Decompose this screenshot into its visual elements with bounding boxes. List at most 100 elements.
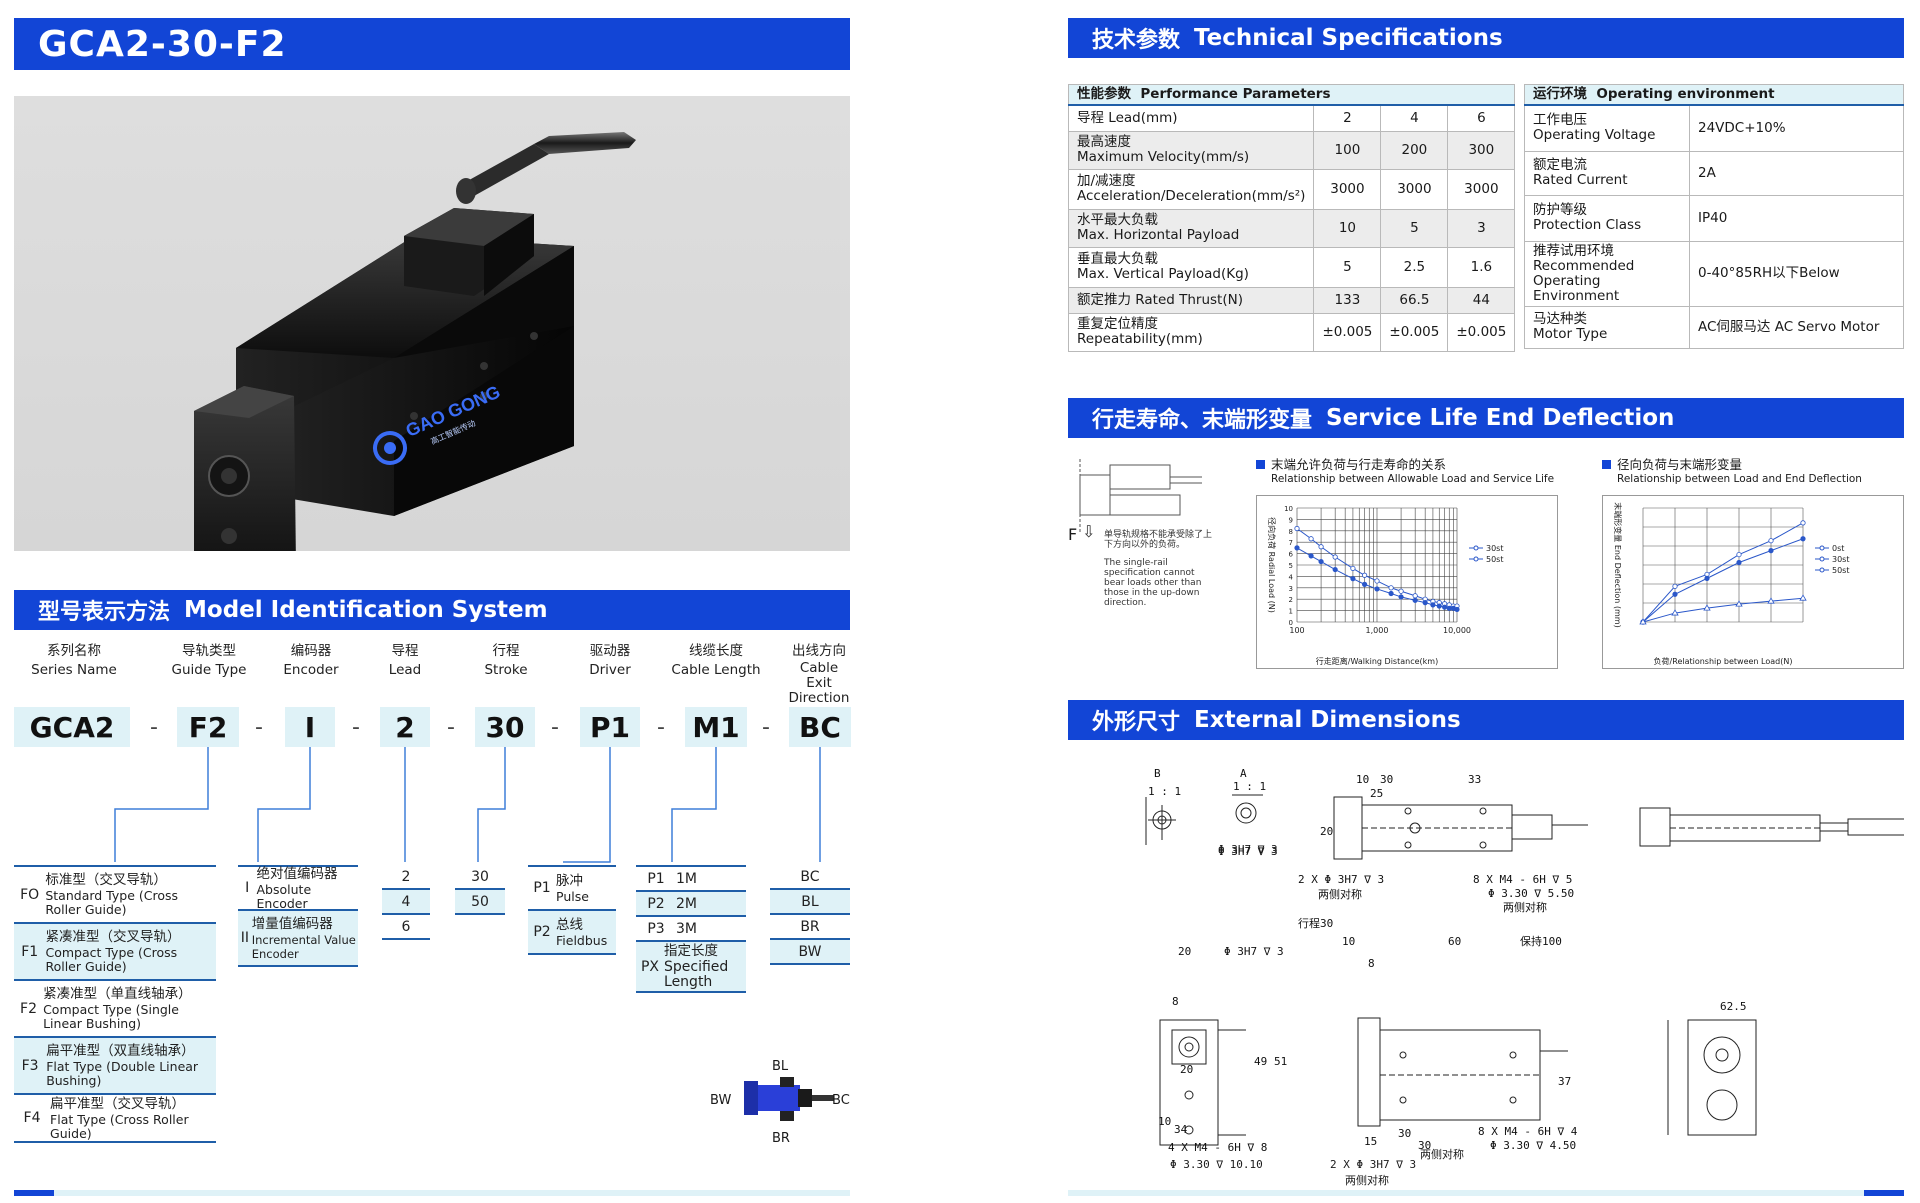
legend-label: 0st	[1832, 544, 1844, 553]
data-point	[1294, 545, 1300, 551]
y-tick-label: 8	[1289, 528, 1293, 536]
section-title-en: Model Identification System	[184, 597, 548, 623]
legend-marker	[1819, 545, 1825, 551]
dim-label: 保持100	[1520, 934, 1562, 948]
exit-option: BL	[770, 890, 850, 915]
dim-label: 2 X Φ 3H7 ∇ 3	[1330, 1158, 1417, 1171]
data-point	[1412, 597, 1418, 603]
dim-label: B	[1154, 767, 1161, 780]
load-direction-sketch	[1079, 459, 1202, 533]
dim-label: 51	[1274, 1055, 1287, 1068]
series-line	[1642, 597, 1804, 623]
model-identification-header: 型号表示方法 Model Identification System	[14, 590, 850, 630]
exit-direction-illustration	[744, 1077, 834, 1121]
dim-label: 4 X M4 - 6H ∇ 8	[1168, 1141, 1267, 1154]
legend-item: 0st	[1815, 544, 1844, 553]
table-row: 导程 Lead(mm) 2 4 6	[1067, 104, 1516, 132]
data-point	[1454, 606, 1460, 613]
y-tick-label: 10	[1284, 505, 1293, 513]
footer-accent-right	[1864, 1190, 1904, 1196]
data-point	[1799, 594, 1807, 601]
table-header: 性能参数 Performance Parameters	[1067, 84, 1516, 106]
exit-label-left: BW	[710, 1093, 732, 1108]
exit-label-bottom: BR	[772, 1131, 790, 1146]
data-point	[1703, 604, 1711, 611]
legend-item: 30st	[1815, 555, 1849, 564]
series-line	[1642, 538, 1804, 623]
data-point	[1736, 559, 1742, 566]
section-title-cn: 技术参数	[1092, 28, 1181, 53]
x-axis-label: 行走距离/Walking Distance(km)	[1316, 656, 1438, 666]
service-life-header: 行走寿命、末端形变量 Service Life End Deflection	[1068, 398, 1904, 438]
data-point	[1374, 578, 1380, 584]
data-point	[1318, 544, 1324, 550]
data-point	[1398, 594, 1404, 600]
section-title-cn: 型号表示方法	[38, 600, 171, 625]
bullet-square-icon	[1256, 460, 1265, 469]
lead-option: 2	[382, 865, 430, 890]
dim-label: 25	[1370, 787, 1383, 800]
section-title-en: Technical Specifications	[1194, 25, 1503, 51]
dim-label: 两侧对称	[1318, 887, 1362, 901]
section-title-en: Service Life End Deflection	[1326, 405, 1675, 431]
legend-label: 50st	[1486, 555, 1503, 564]
code-stroke: 30	[475, 707, 535, 747]
data-point	[1442, 604, 1448, 610]
dim-label: Φ 3H7 ∇ 3	[1224, 945, 1284, 958]
dim-label: Φ 3H7 ∇ 3	[1218, 843, 1278, 856]
dim-label: 10	[1356, 773, 1369, 786]
data-point	[1350, 565, 1356, 572]
code-cable: M1	[685, 707, 747, 747]
dim-label: Φ 3.30 ∇ 10.10	[1170, 1158, 1263, 1171]
dim-label: 49	[1254, 1055, 1267, 1068]
y-tick-label: 0	[1289, 619, 1293, 627]
dash: -	[762, 714, 770, 740]
exit-option: BR	[770, 915, 850, 940]
data-point	[1768, 548, 1774, 554]
y-tick-label: 3	[1289, 585, 1293, 593]
tech-spec-header: 技术参数 Technical Specifications	[1068, 18, 1904, 58]
x-axis-label: 负荷/Relationship between Load(N)	[1654, 656, 1793, 666]
single-rail-note: 单导轨规格不能承受除了上下方向以外的负荷。 The single-rail sp…	[1104, 530, 1213, 608]
performance-table: 性能参数 Performance Parameters 导程 Lead(mm) …	[1067, 84, 1516, 352]
data-point	[1800, 536, 1806, 542]
code-driver: P1	[580, 707, 640, 747]
external-dimensions-header: 外形尺寸 External Dimensions	[1068, 700, 1904, 740]
deflection-chart: 0st 30st 50st 负荷/Relationship between Load(…	[1613, 502, 1849, 666]
legend-label: 30st	[1832, 555, 1849, 564]
dash: -	[150, 714, 158, 740]
data-point	[1672, 591, 1678, 597]
legend-label: 50st	[1832, 566, 1849, 575]
exit-option: BW	[770, 940, 850, 965]
code-lead: 2	[380, 707, 430, 747]
legend-item: 50st	[1469, 555, 1503, 564]
footer-rule-right	[1068, 1190, 1904, 1196]
table-header: 运行环境 Operating environment	[1524, 84, 1904, 106]
x-tick-label: 100	[1289, 626, 1304, 635]
dim-label: 8 X M4 - 6H ∇ 4	[1478, 1125, 1578, 1138]
arrow-down-icon: ⇩	[1082, 522, 1096, 541]
data-point	[1362, 581, 1368, 587]
dim-label: 30	[1398, 1127, 1411, 1140]
y-tick-label: 7	[1289, 539, 1293, 547]
section-title-cn: 行走寿命、末端形变量	[1092, 408, 1313, 433]
series-line	[1642, 522, 1804, 623]
